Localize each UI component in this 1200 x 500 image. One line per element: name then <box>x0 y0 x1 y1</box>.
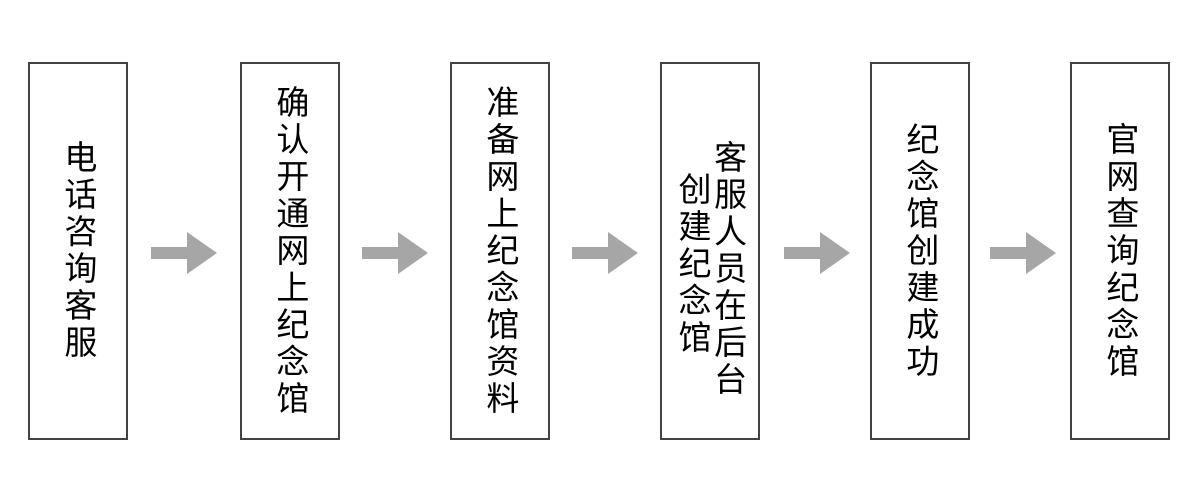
flow-node-4-text-column-1: 客服人员在后台 <box>708 140 748 399</box>
flow-node-4-text-column-2: 创建纪念馆 <box>673 172 712 357</box>
flow-node-3[interactable]: 准备网上纪念馆资料 <box>450 62 550 440</box>
flow-node-6[interactable]: 官网查询纪念馆 <box>1070 62 1170 440</box>
flow-arrow-right-icon <box>151 232 217 274</box>
flow-node-1-text-column-1: 电话咨询客服 <box>58 140 98 362</box>
flow-node-5-text-column-1: 纪念馆创建成功 <box>900 121 940 381</box>
flow-node-6-text-column-1: 官网查询纪念馆 <box>1100 121 1140 381</box>
flow-node-5[interactable]: 纪念馆创建成功 <box>870 62 970 440</box>
flow-node-1[interactable]: 电话咨询客服 <box>28 62 128 440</box>
flow-arrow-right-icon <box>572 232 638 274</box>
flow-arrow-right-icon <box>990 232 1056 274</box>
flow-node-2[interactable]: 确认开通网上纪念馆 <box>240 62 340 440</box>
flow-arrow-right-icon <box>784 232 850 274</box>
flow-node-2-text-column-1: 确认开通网上纪念馆 <box>270 84 310 418</box>
flow-arrow-right-icon <box>362 232 428 274</box>
flow-node-4[interactable]: 客服人员在后台创建纪念馆 <box>660 62 760 440</box>
flow-node-3-text-column-1: 准备网上纪念馆资料 <box>480 84 520 418</box>
